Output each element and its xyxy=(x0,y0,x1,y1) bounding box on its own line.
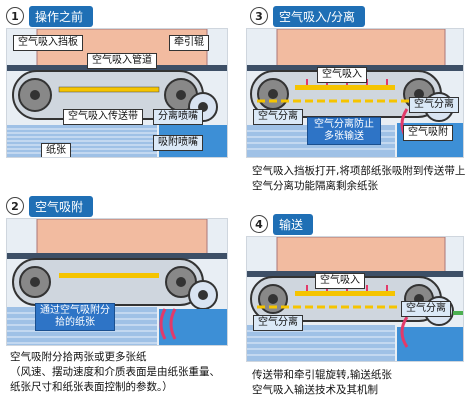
step-number: 4 xyxy=(250,215,268,233)
label-air-intake-belt: 空气吸入传送带 xyxy=(63,109,143,125)
label-air-intake: 空气吸入 xyxy=(315,273,365,289)
caption-step-2: 空气吸附分拾两张或更多张纸（风速、摆动速度和介质表面是由纸张重量、纸张尺寸和纸张… xyxy=(10,351,220,393)
label-air-separation-2: 空气分离 xyxy=(253,315,303,331)
label-pull-roller: 牵引辊 xyxy=(169,35,209,51)
feeder-diagram xyxy=(247,237,463,361)
step-title: 输送 xyxy=(273,213,314,235)
step-number: 3 xyxy=(250,7,268,25)
label-air-intake: 空气吸入 xyxy=(317,67,367,83)
step-title: 操作之前 xyxy=(29,5,94,27)
step-title: 空气吸入/分离 xyxy=(273,5,366,27)
step-3-header: 3 空气吸入/分离 xyxy=(250,5,366,27)
panel-before-operation: 空气吸入挡板 空气吸入管道 牵引辊 空气吸入传送带 分离喷嘴 吸附喷嘴 纸张 xyxy=(6,28,228,158)
label-air-separation-2: 空气分离 xyxy=(253,109,303,125)
caption-step-4: 传送带和牵引辊旋转,输送纸张空气吸入输送技术及其机制 xyxy=(252,369,392,396)
label-air-intake-damper: 空气吸入挡板 xyxy=(13,35,83,51)
label-air-suction: 空气吸附 xyxy=(403,125,453,141)
caption-step-3: 空气吸入挡板打开,将项部纸张吸附到传送带上空气分离功能隔离剩余纸张 xyxy=(252,165,466,192)
step-1-header: 1 操作之前 xyxy=(6,5,94,27)
feeder-diagram xyxy=(7,219,227,345)
panel-intake-separation: 空气吸入 空气分离 空气分离 空气分离防止多张输送 空气吸附 xyxy=(246,28,464,158)
label-air-separation-1: 空气分离 xyxy=(409,97,459,113)
step-number: 2 xyxy=(6,197,24,215)
panel-air-suction: 通过空气吸附分拾的纸张 xyxy=(6,218,228,346)
label-air-intake-duct: 空气吸入管道 xyxy=(87,53,157,69)
label-prevent-multi-feed: 空气分离防止多张输送 xyxy=(307,117,381,145)
label-suction-nozzle: 吸附喷嘴 xyxy=(153,135,203,151)
label-paper: 纸张 xyxy=(41,143,71,157)
step-title: 空气吸附 xyxy=(29,195,94,217)
label-suction-picked-paper: 通过空气吸附分拾的纸张 xyxy=(35,303,115,331)
panel-conveying: 空气吸入 空气分离 空气分离 xyxy=(246,236,464,362)
label-separation-nozzle: 分离喷嘴 xyxy=(153,109,203,125)
step-4-header: 4 输送 xyxy=(250,213,314,235)
step-number: 1 xyxy=(6,7,24,25)
label-air-separation-1: 空气分离 xyxy=(401,301,451,317)
step-2-header: 2 空气吸附 xyxy=(6,195,94,217)
